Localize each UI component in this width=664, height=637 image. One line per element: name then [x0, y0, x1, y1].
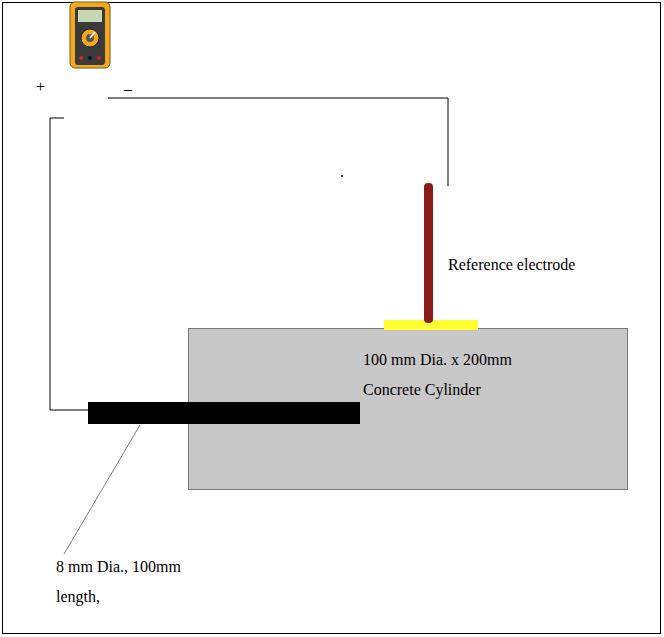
positive-wire: [50, 118, 88, 410]
node-text: 100 mm Dia. x 200mm Concrete Cylinder: [363, 345, 513, 405]
steel-rebar: [88, 402, 360, 424]
contact-sponge: [384, 320, 478, 330]
concrete-cylinder: 100 mm Dia. x 200mm Concrete Cylinder: [188, 328, 628, 490]
negative-wire: [108, 98, 448, 186]
polarity-sign: +: [36, 72, 45, 102]
outer-border: [3, 3, 661, 634]
polarity-sign: –: [124, 74, 132, 104]
part-label: 8 mm Dia., 100mm length,: [56, 552, 184, 612]
part-label: Reference electrode: [448, 250, 575, 280]
multimeter-icon: [70, 2, 110, 68]
leader-line: [64, 425, 140, 554]
reference-electrode-rod: [424, 183, 433, 323]
stray-dot: [341, 175, 343, 177]
